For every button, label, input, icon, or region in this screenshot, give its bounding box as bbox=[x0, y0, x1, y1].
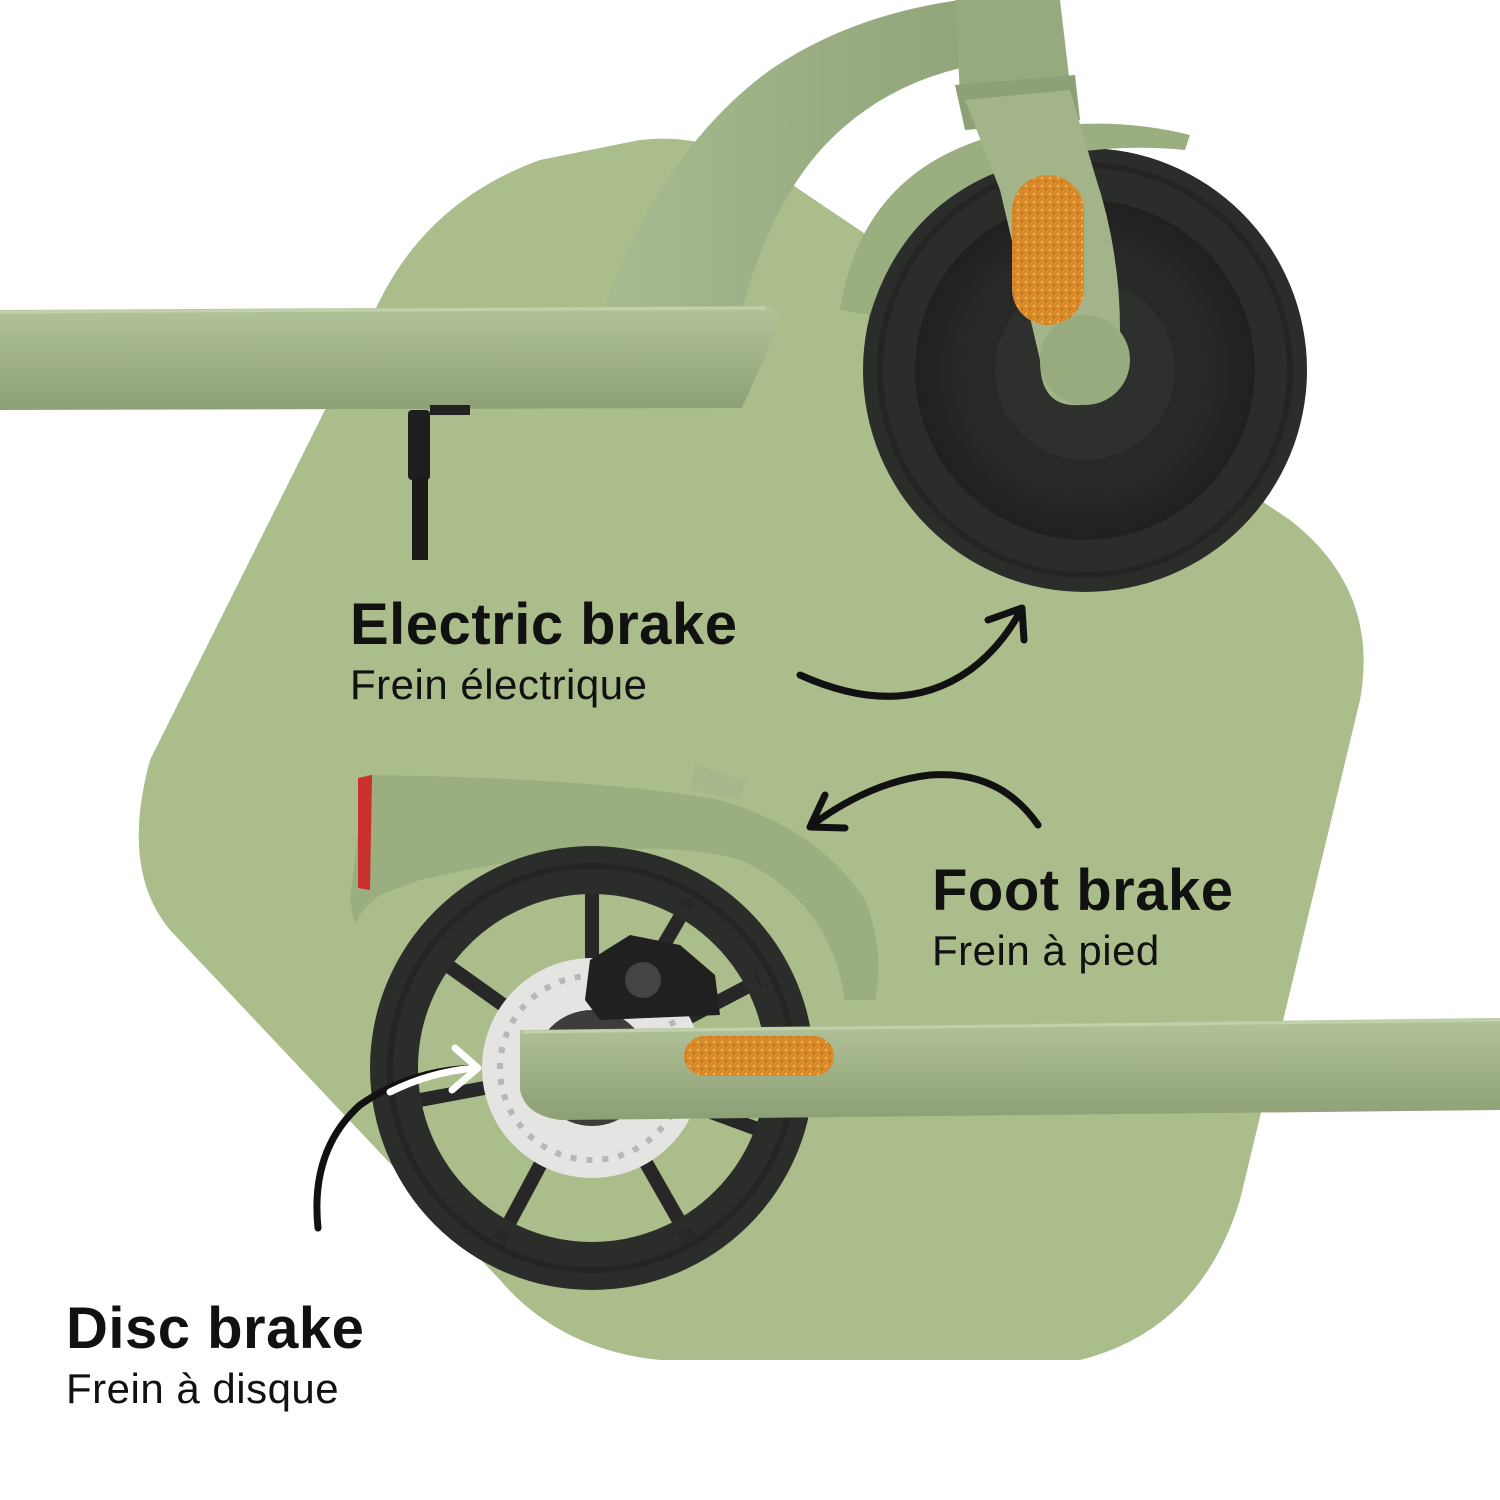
disc-brake-label: Disc brake Frein à disque bbox=[66, 1300, 364, 1410]
electric-brake-title: Electric brake bbox=[350, 592, 738, 657]
front-fender bbox=[840, 123, 1190, 315]
electric-brake-label: Electric brake Frein électrique bbox=[350, 596, 737, 706]
front-reflector bbox=[1012, 175, 1084, 325]
foot-brake-title: Foot brake bbox=[932, 858, 1234, 923]
disc-brake-title: Disc brake bbox=[66, 1296, 365, 1361]
electric-brake-subtitle: Frein électrique bbox=[350, 661, 648, 708]
kickstand bbox=[408, 405, 470, 560]
foot-brake-subtitle: Frein à pied bbox=[932, 927, 1160, 974]
front-deck bbox=[0, 306, 779, 410]
foot-brake-tab bbox=[690, 765, 745, 800]
side-reflector bbox=[684, 1036, 834, 1076]
rear-light bbox=[358, 775, 372, 890]
deck-highlight bbox=[0, 306, 766, 314]
curved-arrow-icon bbox=[313, 1044, 482, 1232]
curved-arrow-icon bbox=[796, 604, 1028, 700]
curved-arrow-icon bbox=[806, 771, 1042, 832]
disc-brake-subtitle: Frein à disque bbox=[66, 1365, 340, 1412]
foot-brake-label: Foot brake Frein à pied bbox=[932, 862, 1234, 972]
scooter-neck bbox=[600, 0, 1010, 318]
rear-fender bbox=[350, 775, 879, 1000]
steering-column bbox=[955, 0, 1070, 95]
rear-deck bbox=[520, 1018, 1500, 1120]
rear-deck-highlight bbox=[521, 1018, 1500, 1034]
front-axle-cap bbox=[1040, 315, 1130, 405]
